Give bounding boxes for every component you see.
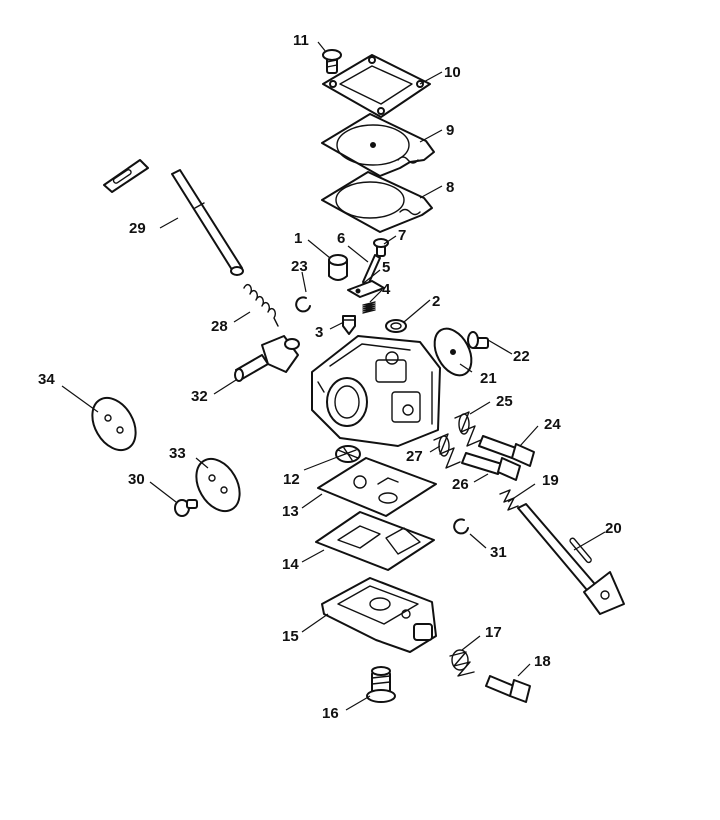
callout-2: 2 [432,293,440,310]
callout-9: 9 [446,122,454,139]
part-33-plate [195,457,241,513]
part-13-diaphragm [317,457,437,517]
callout-15: 15 [282,628,299,645]
callout-32: 32 [191,388,208,405]
part-1-plug [328,254,348,281]
part-27-spring [433,433,461,469]
callout-20: 20 [605,520,622,537]
callout-14: 14 [282,556,299,573]
callout-25: 25 [496,393,513,410]
callout-18: 18 [534,653,551,670]
callout-30: 30 [128,471,145,488]
callout-23: 23 [291,258,308,275]
part-26-screw [461,452,521,481]
part-12-screen [335,445,361,463]
callout-31: 31 [490,544,507,561]
callout-21: 21 [480,370,497,387]
part-18-screw [485,675,531,703]
part-14-gasket [315,511,435,571]
callout-27: 27 [406,448,423,465]
part-30-screw [174,499,198,517]
part-22-screw [467,331,489,349]
part-29-shaft [103,159,244,276]
carburetor-body [311,335,441,447]
callout-34: 34 [38,371,55,388]
callout-labels: 11 10 9 8 7 6 1 5 4 2 3 29 23 28 32 22 2… [38,32,622,722]
callout-22: 22 [513,348,530,365]
callout-10: 10 [444,64,461,81]
part-31-clip [453,518,469,535]
part-5-lever [347,280,385,298]
callout-4: 4 [382,281,391,298]
callout-16: 16 [322,705,339,722]
leader-lines [61,41,606,711]
callout-19: 19 [542,472,559,489]
part-15-pump-cover [321,577,437,653]
part-19-spring [499,489,519,511]
callout-29: 29 [129,220,146,237]
callout-12: 12 [283,471,300,488]
callout-7: 7 [398,227,406,244]
part-17-spring [449,649,475,677]
part-24-screw [478,435,535,467]
part-2-oring [385,319,407,333]
callout-17: 17 [485,624,502,641]
callout-5: 5 [382,259,390,276]
part-20-shaft [517,503,625,615]
part-21-disc [433,327,473,377]
part-28-spring [243,284,279,327]
callout-13: 13 [282,503,299,520]
part-32-fitting [234,335,300,382]
part-10-cover [322,54,431,118]
callout-1: 1 [294,230,302,247]
part-9-diaphragm [321,113,435,177]
callout-11: 11 [293,32,309,49]
callout-33: 33 [169,445,186,462]
callout-8: 8 [446,179,454,196]
callout-26: 26 [452,476,469,493]
part-8-gasket [321,171,433,233]
part-3-needle [342,315,356,335]
callout-3: 3 [315,324,323,341]
callout-6: 6 [337,230,345,247]
part-11-screw [322,49,342,74]
part-23-clip [295,296,311,313]
part-7-screw [373,238,389,257]
part-16-screw [366,666,396,703]
part-34-plate [91,396,137,452]
part-25-spring [454,411,482,447]
part-4-spring [362,301,376,314]
callout-28: 28 [211,318,228,335]
callout-24: 24 [544,416,561,433]
